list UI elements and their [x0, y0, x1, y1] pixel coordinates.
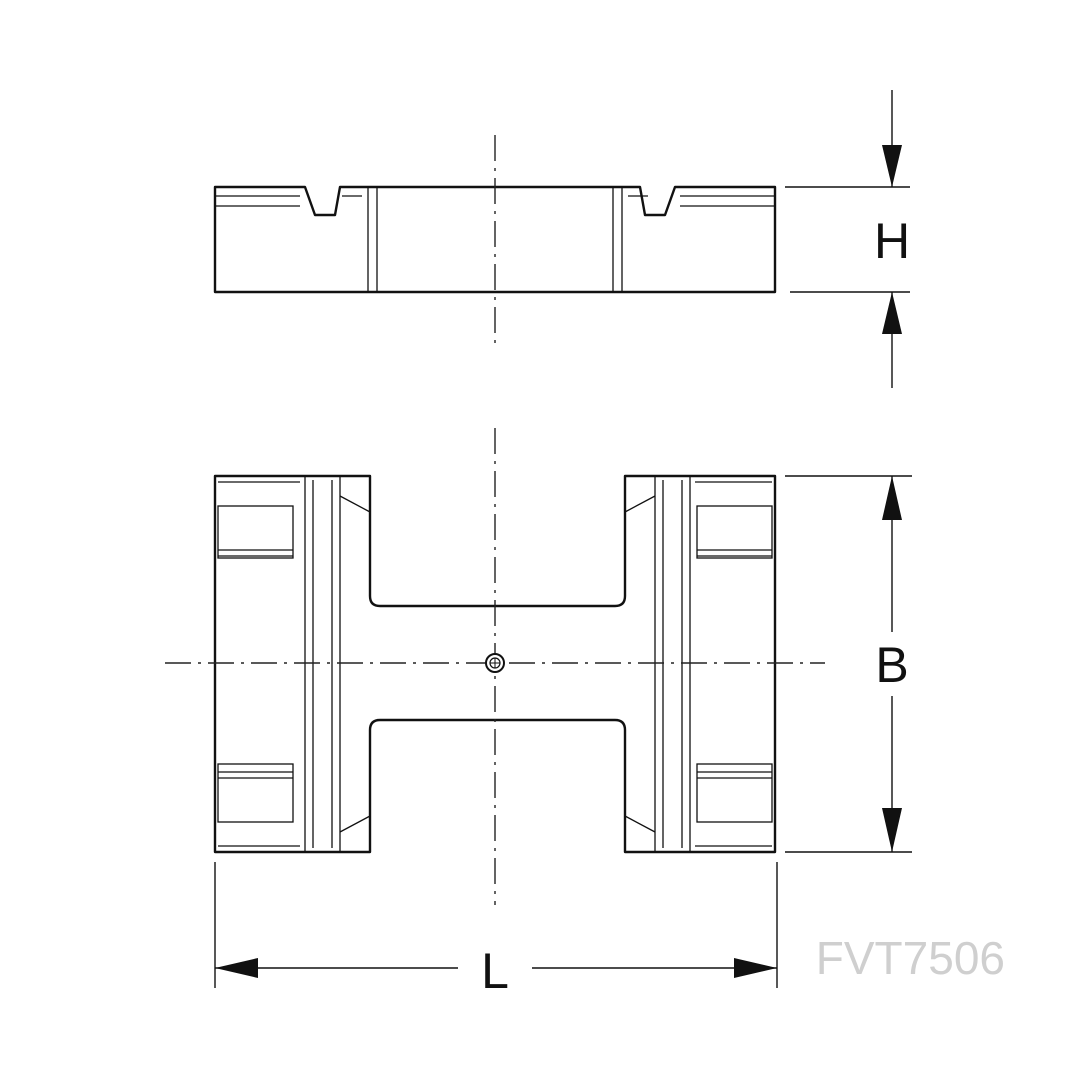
dimension-b-label: B: [875, 637, 908, 693]
product-code: FVT7506: [816, 932, 1005, 984]
plan-view: [165, 428, 825, 905]
dimension-h: H: [785, 90, 910, 388]
dimension-l: L: [214, 862, 778, 999]
dimension-h-label: H: [874, 213, 910, 269]
center-hole: [485, 653, 505, 673]
dimension-b: B: [785, 475, 912, 853]
dimension-l-label: L: [481, 943, 509, 999]
side-view: [213, 135, 777, 345]
